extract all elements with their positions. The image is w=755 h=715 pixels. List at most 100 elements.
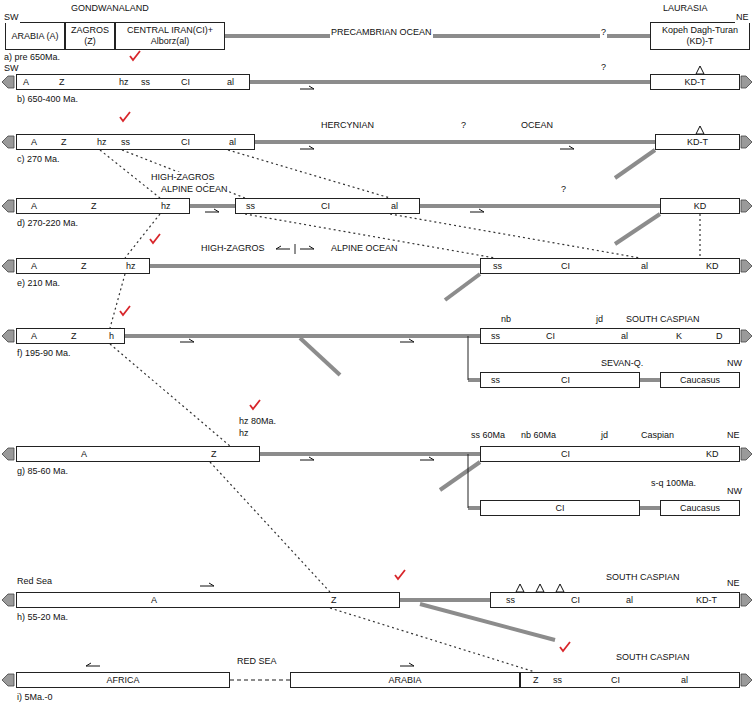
plate-name: CI — [181, 77, 190, 88]
plate-name: CI — [571, 595, 580, 606]
plate-block: AZhz — [16, 258, 150, 274]
plate-block: AZ — [16, 592, 400, 608]
volcano-symbol — [516, 584, 524, 592]
ocean-floor — [190, 204, 235, 208]
spreading-arrow — [741, 136, 752, 148]
check-mark — [120, 112, 130, 121]
spreading-arrow — [2, 260, 14, 272]
annotation-label: ALPINE OCEAN — [330, 243, 399, 254]
ocean-floor — [440, 462, 480, 490]
annotation-label: SOUTH CASPIAN — [605, 572, 681, 583]
plate-name: ARABIA — [388, 675, 421, 686]
annotation-label: ? — [600, 27, 607, 38]
plate-name: al — [227, 77, 234, 88]
plate-name: Z — [331, 595, 337, 606]
annotation-label: jd — [595, 314, 604, 325]
plate-name: K — [676, 331, 682, 342]
plate-name: al — [621, 331, 628, 342]
plate-block: ZAGROS (Z) — [65, 22, 115, 50]
correlation-line — [125, 214, 160, 258]
annotation-label: PRECAMBRIAN OCEAN — [330, 27, 433, 38]
plate-name: A — [31, 261, 37, 272]
volcano-symbol — [696, 66, 704, 74]
spreading-arrow — [2, 200, 14, 212]
annotation-label: hz — [238, 428, 250, 439]
rift-line — [230, 679, 290, 681]
plate-name: KD — [706, 261, 719, 272]
ocean-floor — [225, 34, 650, 38]
motion-arrow — [470, 209, 484, 212]
annotation-label: SOUTH CASPIAN — [615, 652, 691, 663]
spreading-arrow — [2, 674, 14, 686]
plate-name: CI — [561, 261, 570, 272]
plate-name: al — [681, 675, 688, 686]
spreading-arrow — [2, 448, 14, 460]
ocean-floor — [250, 80, 650, 84]
plate-block: AFRICA — [16, 672, 230, 688]
plate-name: CI — [561, 375, 570, 386]
plate-block: Caucasus — [660, 372, 740, 388]
spreading-arrow — [2, 594, 14, 606]
correlation-line — [210, 462, 330, 592]
ocean-floor — [420, 604, 555, 640]
check-mark — [130, 51, 140, 60]
motion-arrow — [560, 146, 574, 149]
ocean-floor — [255, 140, 655, 144]
plate-name: A — [151, 595, 157, 606]
plate-name: ss — [553, 675, 562, 686]
plate-block: ssCIalKD — [480, 328, 740, 344]
plate-block: Kopeh Dagh-Turan (KD)-T — [650, 22, 750, 50]
plate-block: ARABIA (A) — [5, 22, 65, 50]
plate-name: CI — [546, 331, 555, 342]
plate-block: AZh — [16, 328, 125, 344]
spreading-arrow — [741, 76, 752, 88]
plate-name: AFRICA — [106, 675, 139, 686]
plate-block: ssCI — [480, 372, 640, 388]
ocean-floor — [615, 214, 660, 244]
annotation-label: ? — [460, 120, 467, 131]
annotation-label: a) pre 650Ma. — [3, 52, 61, 63]
ocean-floor — [468, 506, 480, 510]
plate-name: A — [31, 201, 37, 212]
annotation-label: HIGH-ZAGROS — [150, 172, 216, 183]
plate-name: KD — [694, 201, 707, 212]
annotation-label: hz 80Ma. — [238, 416, 277, 427]
motion-arrow — [400, 339, 414, 342]
plate-name: D — [716, 331, 723, 342]
correlation-line — [699, 214, 700, 258]
spreading-arrow — [741, 448, 752, 460]
motion-arrow — [180, 339, 194, 342]
motion-arrow — [86, 663, 100, 666]
plate-name: KD-T — [696, 595, 717, 606]
plate-name: Z — [533, 675, 539, 686]
annotation-label: SW — [3, 63, 20, 74]
plate-block: ssCIalKD-T — [490, 592, 740, 608]
plate-name: A — [23, 77, 29, 88]
check-mark — [150, 234, 160, 243]
ocean-floor — [150, 264, 480, 268]
plate-name: Z — [91, 201, 97, 212]
motion-arrow — [200, 583, 214, 586]
spreading-arrow — [2, 330, 14, 342]
annotation-label: ? — [600, 62, 607, 73]
plate-block: KD-T — [655, 134, 740, 150]
annotation-label: NW — [726, 486, 743, 497]
plate-name: ZAGROS (Z) — [69, 25, 111, 47]
check-mark — [395, 570, 405, 579]
plate-block: CENTRAL IRAN(CI)+ Alborz(al) — [115, 22, 225, 50]
plate-name: hz — [161, 201, 171, 212]
motion-arrow — [205, 209, 219, 212]
plate-name: CI — [321, 201, 330, 212]
ocean-floor — [615, 150, 655, 178]
plate-name: CENTRAL IRAN(CI)+ Alborz(al) — [119, 25, 221, 47]
annotation-label: NE — [735, 12, 750, 23]
plate-name: CI — [556, 503, 565, 514]
annotation-label: ALPINE OCEAN — [160, 184, 229, 195]
plate-block: ZssCIal — [520, 672, 740, 688]
plate-name: hz — [119, 77, 129, 88]
annotation-label: d) 270-220 Ma. — [16, 218, 79, 229]
ocean-floor — [300, 338, 340, 375]
plate-block: KD-T — [650, 74, 740, 90]
correlation-line — [110, 344, 230, 446]
annotation-label: e) 210 Ma. — [16, 278, 61, 289]
